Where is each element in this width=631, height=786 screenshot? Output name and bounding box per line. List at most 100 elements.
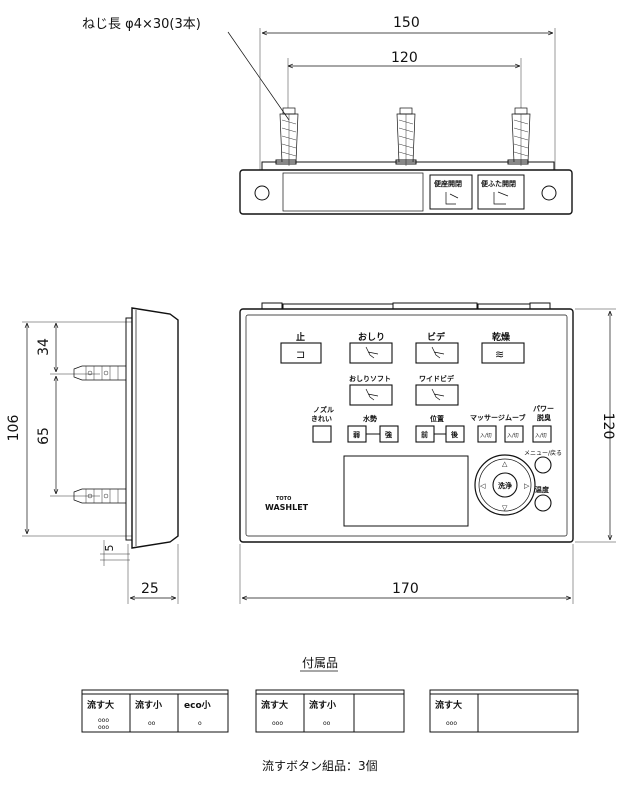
set1-flush-large-dots: ooo: [98, 717, 109, 724]
flush-button[interactable]: [492, 472, 518, 498]
dry-label: 乾燥: [492, 331, 511, 343]
set1-eco-small-label: eco小: [184, 699, 211, 711]
set3-blank: [477, 693, 579, 733]
move-onoff: 入/切: [507, 432, 519, 439]
screw-anchor-left: [279, 107, 299, 166]
lid-open-label: 便ふた開閉: [481, 179, 516, 188]
dry-icon: ≋: [495, 348, 504, 361]
oshiri-soft-button[interactable]: [349, 384, 393, 406]
dim-120-side-label: 120: [600, 413, 616, 440]
top-view: ねじ長 φ4×30(3本) 150 120: [82, 15, 573, 215]
dim-65-label: 65: [36, 427, 52, 445]
nozzle-clean-label-2: きれい: [311, 414, 332, 423]
screw-leader: [227, 31, 290, 121]
power-label-2: 脱臭: [537, 413, 551, 422]
set3-flush-large-label: 流す大: [435, 699, 462, 711]
accessories-title: 付属品: [302, 656, 338, 670]
screw-anchor-center: [396, 107, 416, 166]
accessories-footer: 流すボタン組品：3個: [262, 759, 378, 773]
menu-back-button[interactable]: [534, 456, 552, 474]
set1-flush-large-dots-2: ooo: [98, 724, 109, 731]
dim-25-label: 25: [141, 581, 159, 597]
water-strong-button[interactable]: [379, 425, 399, 443]
massage-button[interactable]: [477, 425, 497, 443]
front-view: 止 ⊐ おしり ビデ 乾燥 ≋ おしりソフト ワイドビデ ノズル きれい 水勢 …: [239, 302, 616, 604]
bidet-icon: [431, 346, 445, 359]
water-pressure-label: 水勢: [363, 414, 377, 423]
set1-flush-large-label: 流す大: [87, 699, 114, 711]
set2-flush-large-label: 流す大: [261, 699, 288, 711]
dial-left-icon: ◁: [480, 482, 486, 490]
pos-front-label: 前: [421, 430, 428, 439]
stop-label: 止: [296, 331, 305, 343]
lcd-display: [343, 455, 469, 527]
lid-open-button: [477, 174, 525, 210]
dial-up-icon: △: [502, 460, 508, 468]
power-button[interactable]: [532, 425, 552, 443]
dim-120-top-label: 120: [391, 50, 418, 66]
set2-flush-small-dots: oo: [323, 720, 331, 727]
set1-flush-small-dots: oo: [148, 720, 156, 727]
wide-bidet-button[interactable]: [415, 384, 459, 406]
set2-blank: [353, 693, 405, 733]
position-label: 位置: [430, 414, 444, 423]
nozzle-clean-label-1: ノズル: [313, 405, 334, 414]
side-anchor-upper: [73, 365, 127, 381]
screw-hole-right: [541, 185, 557, 201]
seat-open-button: [429, 174, 473, 210]
set2-flush-large-dots: ooo: [272, 720, 283, 727]
stop-button[interactable]: [280, 342, 322, 364]
power-onoff: 入/切: [535, 432, 547, 439]
dim-150-label: 150: [393, 15, 420, 31]
seat-open-label: 便座開閉: [434, 179, 462, 188]
set2-flush-small-label: 流す小: [309, 699, 336, 711]
screw-note: ねじ長 φ4×30(3本): [82, 17, 201, 32]
dry-button[interactable]: [481, 342, 525, 364]
screw-anchor-right: [511, 107, 531, 166]
move-label: ムーブ: [505, 413, 526, 422]
oshiri-label: おしり: [358, 332, 385, 343]
nozzle-clean-button[interactable]: [312, 425, 332, 443]
screw-hole-left: [254, 185, 270, 201]
side-view: 106 34 65 5 25: [6, 307, 179, 604]
set1-flush-small-label: 流す小: [135, 699, 162, 711]
lid-icon: [493, 191, 509, 205]
set1-eco-small-dots: o: [198, 720, 202, 727]
power-label-1: パワー: [533, 404, 554, 413]
water-weak-label: 弱: [353, 430, 360, 439]
temp-label: 温度: [535, 485, 550, 494]
pos-back-label: 後: [450, 430, 459, 439]
dim-106-label: 106: [6, 415, 22, 442]
dim-170-label: 170: [392, 581, 419, 597]
wide-bidet-label: ワイドビデ: [419, 374, 455, 383]
bidet-button[interactable]: [415, 342, 459, 364]
seat-icon: [445, 192, 459, 205]
stop-icon: ⊐: [296, 348, 305, 361]
dial-down-icon: ▽: [502, 504, 508, 512]
set1-eco-small: [177, 693, 229, 733]
oshiri-soft-label: おしりソフト: [349, 374, 391, 383]
dial-right-icon: ▷: [524, 482, 530, 490]
oshiri-button[interactable]: [349, 342, 393, 364]
dim-5-label: 5: [103, 545, 116, 552]
top-base-plate: [261, 161, 555, 171]
brand-logo: WASHLET: [265, 503, 309, 512]
side-body: [131, 307, 179, 549]
dim-34-label: 34: [36, 338, 52, 356]
water-strong-label: 強: [385, 430, 392, 439]
side-wall-plate: [125, 317, 133, 541]
pos-back-button[interactable]: [445, 425, 465, 443]
top-body: [239, 169, 573, 215]
move-button[interactable]: [504, 425, 524, 443]
oshiri-soft-icon: [365, 388, 379, 401]
massage-onoff: 入/切: [480, 432, 492, 439]
brand-top: TOTO: [276, 496, 291, 502]
massage-label: マッサージ: [470, 414, 505, 422]
bidet-label: ビデ: [427, 331, 446, 343]
wide-bidet-icon: [431, 388, 445, 401]
menu-back-label: メニュー/戻る: [524, 449, 562, 457]
temp-button[interactable]: [534, 494, 552, 512]
accessories: 付属品 流す大 ooo ooo 流す小 oo eco小 o 流す大 ooo 流す…: [81, 656, 579, 773]
oshiri-icon: [365, 346, 379, 359]
